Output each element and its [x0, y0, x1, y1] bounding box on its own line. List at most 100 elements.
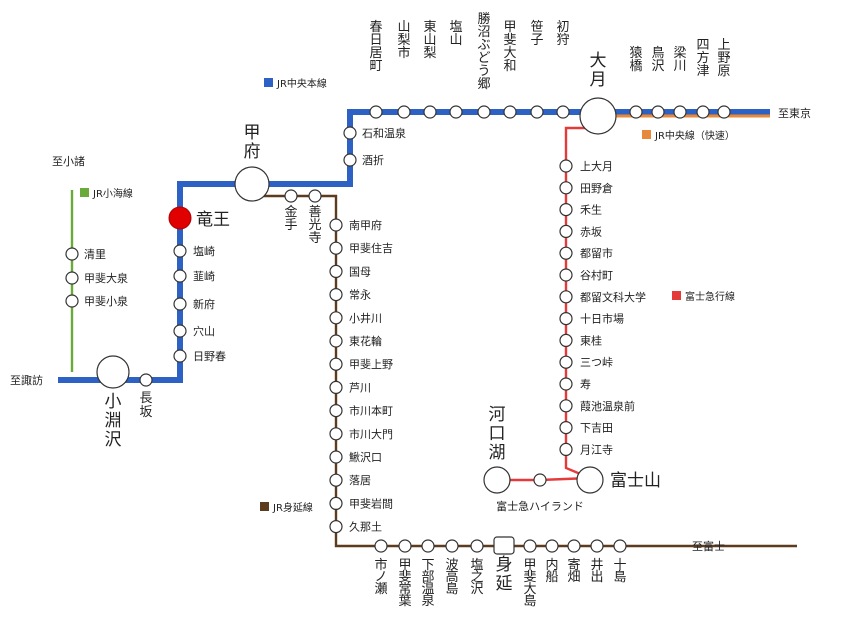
label-minobu-v-11: 落居: [349, 474, 371, 487]
station-fujikyu-10[interactable]: [559, 377, 573, 391]
station-minobu-v-8[interactable]: [329, 404, 343, 418]
station-minobu-v-3[interactable]: [329, 288, 343, 302]
station-chuo-west-1[interactable]: [173, 269, 187, 283]
station-chuo-top-6[interactable]: [530, 105, 544, 119]
station-fujikyu-3[interactable]: [559, 224, 573, 238]
station-minobu-b-left-3[interactable]: [445, 539, 459, 553]
label-minobu: 身延: [496, 555, 513, 594]
station-kobuchizawa[interactable]: [96, 355, 130, 389]
station-fujikyu-11[interactable]: [559, 399, 573, 413]
station-chuo-top-4[interactable]: [477, 105, 491, 119]
station-koumi-1[interactable]: [65, 271, 79, 285]
label-chuo-kofu-1: 酒折: [362, 153, 384, 167]
station-minobu-b-right-3[interactable]: [590, 539, 604, 553]
station-otsuki[interactable]: [579, 97, 617, 135]
station-koumi-0[interactable]: [65, 247, 79, 261]
svg-text:寄: 寄: [567, 557, 580, 573]
station-minobu-b-left-0[interactable]: [374, 539, 388, 553]
station-koumi-2[interactable]: [65, 294, 79, 308]
station-minobu-upper-0[interactable]: [284, 189, 298, 203]
station-fujikyu-5[interactable]: [559, 268, 573, 282]
station-fujikyu-6[interactable]: [559, 290, 573, 304]
svg-text:梨: 梨: [397, 33, 410, 48]
station-chuo-east-4[interactable]: [717, 105, 731, 119]
station-minobu-v-1[interactable]: [329, 241, 343, 255]
station-minobu-v-6[interactable]: [329, 357, 343, 371]
station-chuo-top-2[interactable]: [423, 105, 437, 119]
station-chuo-top-7[interactable]: [556, 105, 570, 119]
station-minobu-v-5[interactable]: [329, 334, 343, 348]
station-chuo-east-1[interactable]: [651, 105, 665, 119]
svg-text:子: 子: [530, 33, 543, 48]
label-minobu-v-10: 鰍沢口: [349, 450, 382, 464]
svg-text:猿: 猿: [629, 46, 642, 61]
svg-text:島: 島: [445, 582, 458, 597]
station-chuo-top-3[interactable]: [449, 105, 463, 119]
legend-minobu-swatch: [260, 502, 269, 511]
label-minobu-v-5: 東花輪: [349, 334, 382, 348]
station-fujikyu-12[interactable]: [559, 421, 573, 435]
station-chuo-kofu-1[interactable]: [343, 153, 357, 167]
station-fujikyu-9[interactable]: [559, 355, 573, 369]
station-fujikyu-0[interactable]: [559, 159, 573, 173]
station-minobu-b-left-4[interactable]: [470, 539, 484, 553]
station-minobu-b-right-2[interactable]: [567, 539, 581, 553]
station-kawaguchiko[interactable]: [483, 466, 511, 494]
svg-text:橋: 橋: [629, 59, 642, 74]
station-fujikyu-8[interactable]: [559, 333, 573, 347]
station-chuo-kofu-0[interactable]: [343, 126, 357, 140]
label-chuo-east-4: 上野原: [717, 38, 730, 79]
station-chuo-west-4[interactable]: [173, 349, 187, 363]
station-minobu-v-12[interactable]: [329, 496, 343, 510]
label-minobu-v-9: 市川大門: [349, 427, 393, 441]
label-koumi-1: 甲斐大泉: [84, 271, 128, 285]
label-minobu-v-1: 甲斐住吉: [349, 241, 393, 255]
station-kofu[interactable]: [234, 166, 270, 202]
station-chuo-top-1[interactable]: [397, 105, 411, 119]
station-fujikyu-4[interactable]: [559, 246, 573, 260]
station-chuo-west-2[interactable]: [173, 297, 187, 311]
station-chuo-west-0[interactable]: [173, 244, 187, 258]
station-chuo-east-3[interactable]: [696, 105, 710, 119]
station-fujikyu-1[interactable]: [559, 181, 573, 195]
svg-text:沢: 沢: [651, 59, 664, 74]
station-fujikyu-13[interactable]: [559, 442, 573, 456]
station-minobu[interactable]: [493, 536, 515, 555]
label-chuo-east-0: 猿橋: [629, 46, 642, 74]
station-minobu-v-4[interactable]: [329, 311, 343, 325]
label-chuo-west-4: 日野春: [193, 350, 226, 363]
station-minobu-v-11[interactable]: [329, 473, 343, 487]
station-chuo-west-3[interactable]: [173, 324, 187, 338]
station-minobu-v-13[interactable]: [329, 519, 343, 534]
station-minobu-b-right-0[interactable]: [523, 539, 537, 553]
station-fuji-q-highland[interactable]: [533, 473, 547, 487]
station-minobu-b-right-4[interactable]: [613, 539, 627, 553]
svg-text:う: う: [477, 64, 490, 79]
station-ryuo[interactable]: [168, 206, 192, 230]
legend-chuo-swatch: [264, 78, 273, 87]
svg-text:川: 川: [673, 59, 686, 74]
station-fujisan[interactable]: [576, 466, 604, 494]
station-nagasaka[interactable]: [139, 373, 153, 387]
station-minobu-v-9[interactable]: [329, 427, 343, 441]
station-minobu-upper-1[interactable]: [308, 189, 322, 203]
label-fujikyu-4: 都留市: [580, 246, 613, 260]
station-fujikyu-2[interactable]: [559, 203, 573, 217]
station-minobu-v-0[interactable]: [329, 218, 343, 232]
station-minobu-v-2[interactable]: [329, 264, 343, 278]
station-minobu-v-7[interactable]: [329, 380, 343, 394]
station-fujikyu-7[interactable]: [559, 312, 573, 326]
svg-text:東: 東: [423, 19, 436, 35]
station-minobu-b-right-1[interactable]: [545, 539, 559, 553]
station-minobu-b-left-1[interactable]: [398, 539, 412, 553]
svg-text:善: 善: [308, 204, 321, 220]
station-minobu-b-left-2[interactable]: [421, 539, 435, 553]
label-fujikyu-12: 下吉田: [580, 422, 613, 435]
station-chuo-top-0[interactable]: [369, 105, 383, 119]
station-chuo-east-0[interactable]: [629, 105, 643, 119]
label-chuo-kofu-0: 石和温泉: [362, 126, 406, 140]
station-chuo-top-5[interactable]: [503, 105, 517, 119]
station-minobu-v-10[interactable]: [329, 450, 343, 464]
chuo-line-kofu-otsuki: [252, 109, 598, 187]
station-chuo-east-2[interactable]: [673, 105, 687, 119]
